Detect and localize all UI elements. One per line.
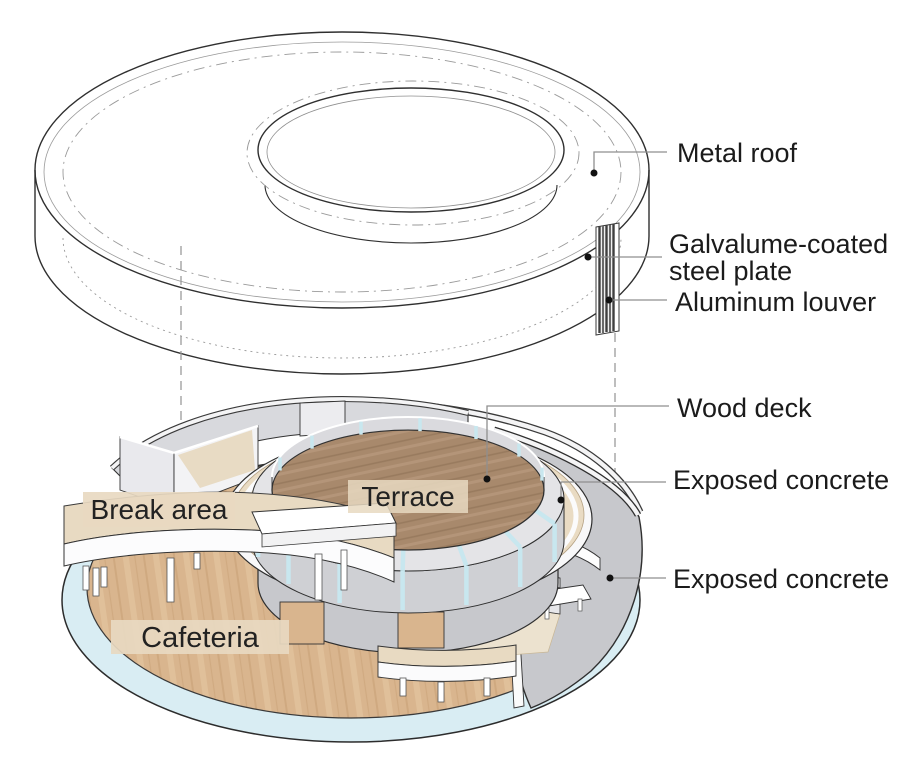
leader-line <box>560 481 666 500</box>
leader-dot <box>605 296 613 304</box>
roof-oculus <box>246 80 580 244</box>
roof-hidden-bottom <box>62 237 622 359</box>
base-opening <box>397 611 445 649</box>
leader-dot <box>483 475 491 483</box>
callout-text: Metal roof <box>677 138 798 168</box>
table-leg <box>577 598 583 612</box>
roof-hidden-setback <box>62 51 622 293</box>
glazing-slits-parapet <box>278 418 544 481</box>
area-label-bg <box>348 480 468 513</box>
callout-galvalume-steel-plate: Galvalume-coated steel plate <box>584 229 888 286</box>
area-label-text: Cafeteria <box>141 622 260 654</box>
roof-top-edge <box>34 31 650 309</box>
oculus-inner-lip <box>266 95 556 209</box>
deck-legs <box>82 549 348 603</box>
louver-section <box>595 222 620 336</box>
area-label-text: Break area <box>91 494 228 525</box>
callout-text: Wood deck <box>677 393 812 423</box>
area-label-text: Terrace <box>361 481 454 512</box>
room-floor-patch <box>178 430 255 488</box>
cafeteria-bench <box>377 644 517 703</box>
callout-text: Exposed concrete <box>673 564 889 594</box>
oculus-hidden-edge <box>246 80 580 226</box>
leader-line <box>593 151 667 173</box>
area-label-cafeteria: Cafeteria <box>111 620 289 654</box>
leader-dot <box>584 253 592 261</box>
bench-fascia <box>377 660 517 682</box>
area-label-break-area: Break area <box>83 492 235 527</box>
rooms-band-rim <box>110 397 469 470</box>
oculus-bottom-rim <box>264 184 558 244</box>
area-label-bg <box>83 492 235 527</box>
callout-exposed-concrete-upper: Exposed concrete <box>557 465 889 504</box>
deck-table-fascia <box>261 522 397 548</box>
roof-wireframe <box>34 31 650 375</box>
area-labels: Break area Terrace Cafeteria <box>83 480 468 654</box>
building-model <box>61 396 644 743</box>
perimeter-wall-rim <box>493 427 640 517</box>
leader-dot <box>557 496 565 504</box>
leader-dot <box>606 574 614 582</box>
callout-text-line1: Galvalume-coated <box>669 229 888 259</box>
callout-metal-roof: Metal roof <box>590 138 798 177</box>
area-label-terrace: Terrace <box>348 480 468 513</box>
callouts: Metal roof Galvalume-coated steel plate … <box>483 138 889 594</box>
parapet-top-trim <box>271 416 545 478</box>
room-wall-top-trim <box>173 424 259 455</box>
leader-dot <box>590 169 598 177</box>
oculus-top-rim <box>257 87 565 213</box>
callout-text: Exposed concrete <box>673 465 889 495</box>
roof-side-outline <box>34 170 650 375</box>
callout-aluminum-louver: Aluminum louver <box>605 287 876 317</box>
roof-top-lip <box>43 41 641 303</box>
callout-text-line2: steel plate <box>669 256 792 286</box>
room-wall-top-trim <box>119 435 175 455</box>
area-label-bg <box>111 620 289 654</box>
callout-exposed-concrete-lower: Exposed concrete <box>606 564 889 594</box>
leader-line <box>486 405 669 479</box>
bench-legs <box>399 677 491 703</box>
callout-text: Aluminum louver <box>675 287 876 317</box>
callout-wood-deck: Wood deck <box>483 393 812 483</box>
